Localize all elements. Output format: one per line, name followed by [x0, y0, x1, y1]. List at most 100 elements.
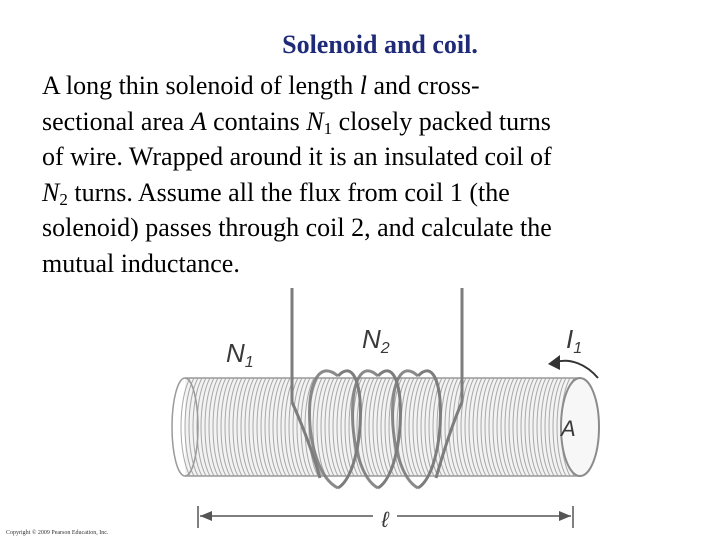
winding-line [216, 377, 227, 477]
length-dimension [197, 506, 574, 528]
winding-line [484, 377, 495, 477]
winding-line [392, 377, 403, 477]
winding-line [208, 377, 219, 477]
winding-line [200, 377, 211, 477]
winding-line [528, 377, 539, 477]
coil-loop-1-back [308, 369, 339, 490]
winding-line [240, 377, 251, 477]
winding-line [252, 377, 263, 477]
winding-line [508, 377, 519, 477]
winding-line [320, 377, 331, 477]
winding-line [204, 377, 215, 477]
winding-line [424, 377, 435, 477]
winding-line [292, 377, 303, 477]
winding-line [404, 377, 415, 477]
current-arrow-head [548, 355, 560, 370]
winding-line [504, 377, 515, 477]
winding-line [380, 377, 391, 477]
winding-line [524, 377, 535, 477]
winding-line [376, 377, 387, 477]
winding-line [332, 377, 343, 477]
winding-line [180, 377, 191, 477]
solenoid-windings [180, 377, 575, 477]
label-i1: I1 [566, 324, 582, 357]
problem-text: A long thin solenoid of length l and cro… [42, 68, 692, 281]
winding-line [400, 377, 411, 477]
winding-line [328, 377, 339, 477]
coil-connector-right [434, 401, 464, 479]
winding-line [448, 377, 459, 477]
winding-line [472, 377, 483, 477]
area-symbol: A [190, 106, 207, 136]
winding-line [388, 377, 399, 477]
winding-line [416, 377, 427, 477]
length-arrow-left [200, 511, 212, 521]
winding-line [260, 377, 271, 477]
winding-line [316, 377, 327, 477]
winding-line [184, 377, 195, 477]
text-line-6: mutual inductance. [42, 248, 240, 278]
winding-line [536, 377, 547, 477]
winding-line [188, 377, 199, 477]
winding-line [516, 377, 527, 477]
winding-line [480, 377, 491, 477]
winding-line [296, 377, 307, 477]
coil-connector-left [290, 401, 322, 479]
winding-line [496, 377, 507, 477]
winding-line [460, 377, 471, 477]
winding-line [548, 377, 559, 477]
solenoid [171, 377, 600, 477]
coil-loop-3-front [416, 369, 442, 490]
label-n2: N2 [362, 324, 390, 357]
winding-line [212, 377, 223, 477]
winding-line [440, 377, 451, 477]
n1-symbol: N [306, 106, 324, 136]
winding-line [236, 377, 247, 477]
winding-line [340, 377, 351, 477]
winding-line [364, 377, 375, 477]
winding-line [232, 377, 243, 477]
winding-line [308, 377, 319, 477]
label-n1: N1 [226, 338, 254, 371]
winding-line [324, 377, 335, 477]
winding-line [564, 377, 575, 477]
winding-line [372, 377, 383, 477]
coil-loop-2-front [376, 369, 402, 490]
slide-title: Solenoid and coil. [282, 30, 478, 59]
winding-line [512, 377, 523, 477]
length-label: ℓ [380, 507, 389, 532]
winding-line [348, 377, 359, 477]
winding-line [368, 377, 379, 477]
winding-line [192, 377, 203, 477]
winding-line [384, 377, 395, 477]
winding-line [544, 377, 555, 477]
n2-symbol: N [42, 177, 60, 207]
length-symbol: l [359, 71, 367, 100]
winding-line [520, 377, 531, 477]
winding-line [436, 377, 447, 477]
winding-line [500, 377, 511, 477]
winding-line [244, 377, 255, 477]
winding-line [492, 377, 503, 477]
winding-line [304, 377, 315, 477]
text-line-4: N2 turns. Assume all the flux from coil … [42, 177, 510, 209]
text-line-2: sectional area A contains N1 closely pac… [42, 106, 551, 138]
winding-line [276, 377, 287, 477]
length-arrow-right [559, 511, 571, 521]
winding-line [532, 377, 543, 477]
length-label-bg [373, 504, 397, 530]
winding-line [540, 377, 551, 477]
winding-line [284, 377, 295, 477]
winding-line [560, 377, 571, 477]
winding-line [224, 377, 235, 477]
winding-line [556, 377, 567, 477]
coil-loop-3-back [391, 369, 420, 490]
coil-2 [290, 288, 464, 490]
winding-line [412, 377, 423, 477]
winding-line [456, 377, 467, 477]
winding-line [344, 377, 355, 477]
winding-line [248, 377, 259, 477]
winding-line [396, 377, 407, 477]
text-line-1: A long thin solenoid of length l and cro… [42, 71, 480, 100]
